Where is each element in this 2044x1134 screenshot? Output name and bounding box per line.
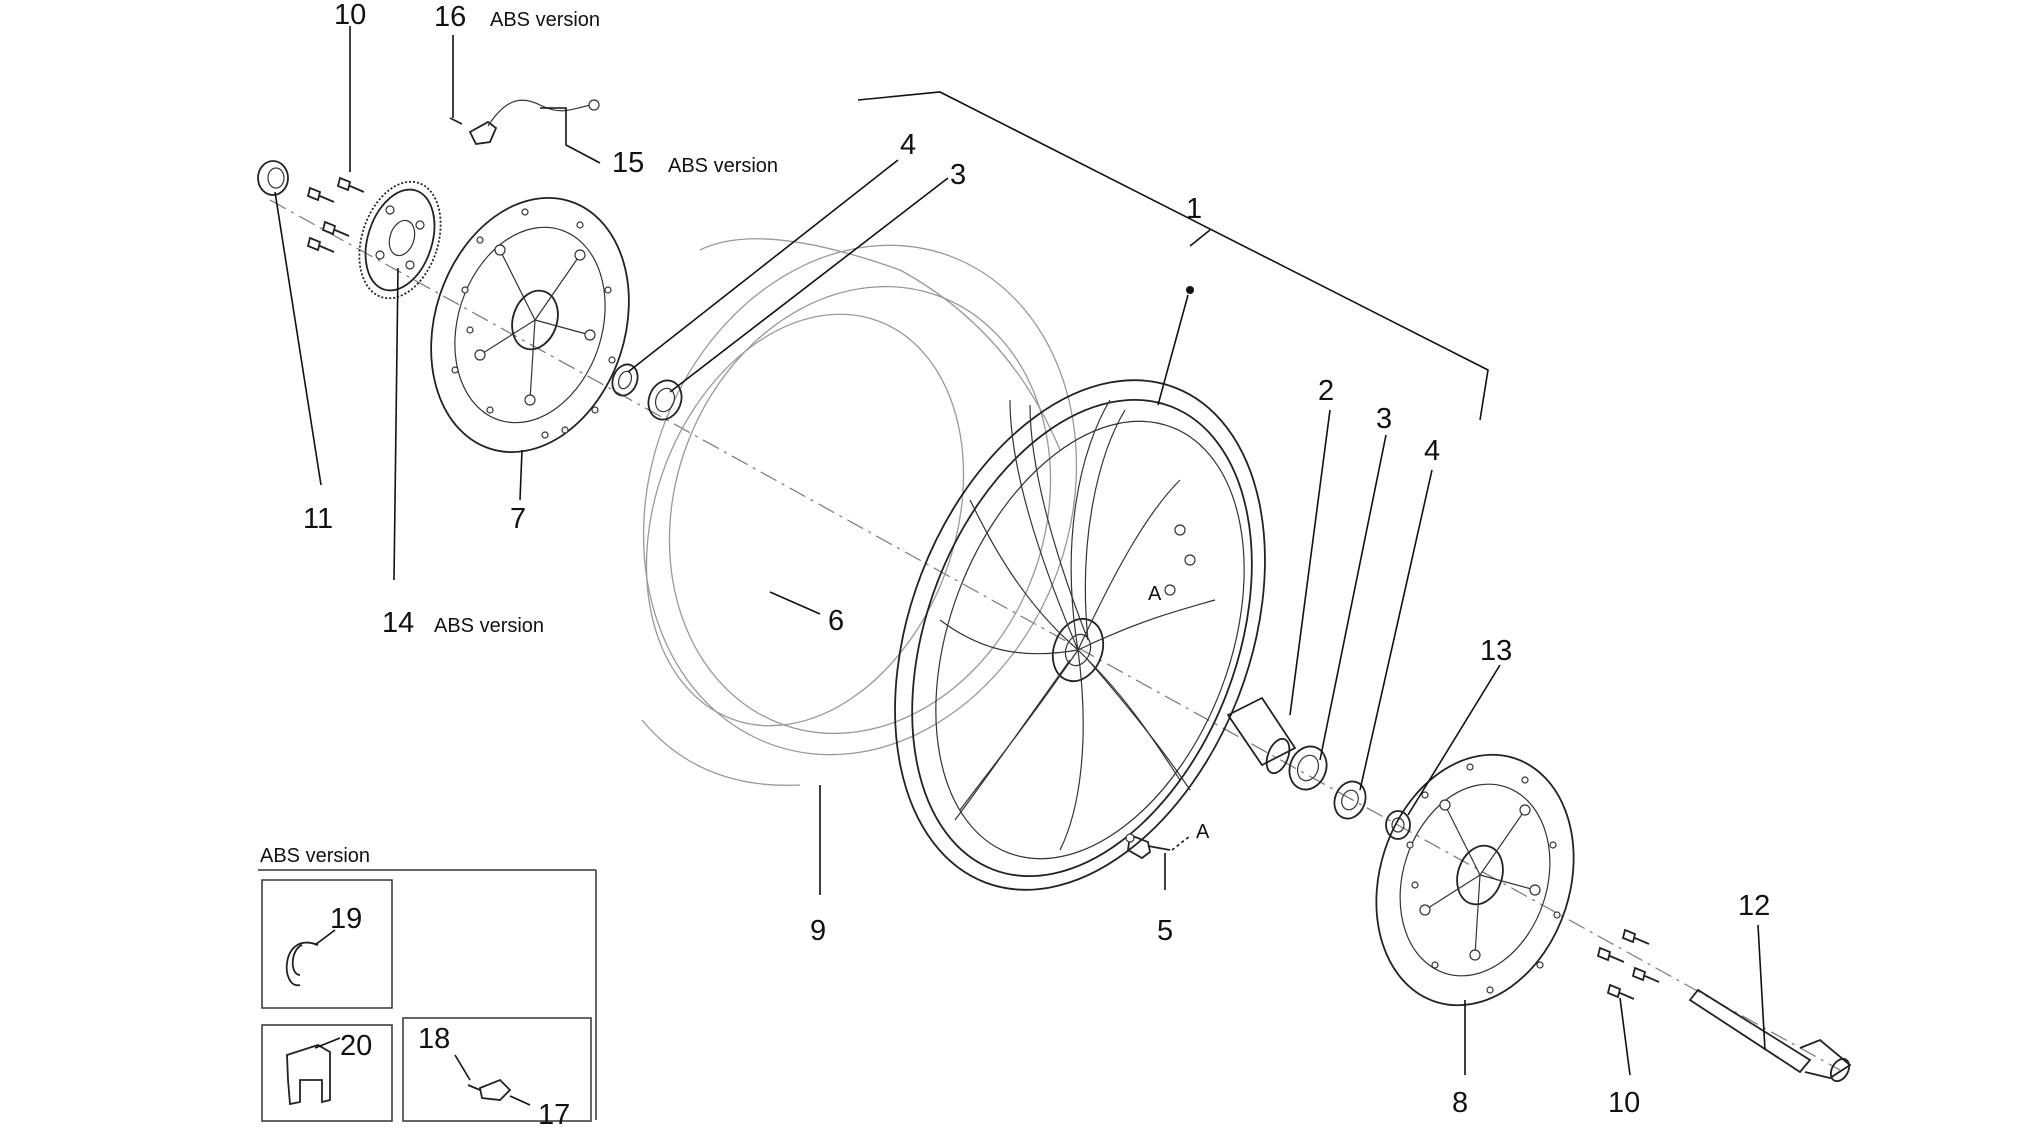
axle-nut — [257, 160, 289, 196]
right-seal-4 — [1333, 780, 1367, 820]
abs-inset-title: ABS version — [260, 845, 370, 867]
rim-marker-dot — [1186, 286, 1194, 294]
note-14: ABS version — [434, 615, 544, 637]
label-14: 14 — [382, 607, 414, 639]
label-1: 1 — [1186, 193, 1202, 225]
label-7: 7 — [510, 503, 526, 535]
valve-stem — [1125, 833, 1191, 860]
inset-box-19 — [261, 879, 393, 1009]
label-3-right: 3 — [1376, 403, 1392, 435]
bracket-icon — [286, 1044, 331, 1106]
leader-lines — [274, 26, 1766, 1076]
label-16: 16 — [434, 1, 466, 33]
label-5: 5 — [1157, 915, 1173, 947]
ref-mark-valve: A — [1196, 821, 1210, 843]
label-2: 2 — [1318, 375, 1334, 407]
label-10-bottom: 10 — [1608, 1087, 1640, 1119]
note-16: ABS version — [490, 9, 600, 31]
label-11: 11 — [303, 503, 333, 535]
label-4-right: 4 — [1424, 435, 1440, 467]
abs-sensor — [449, 99, 600, 145]
label-17: 17 — [538, 1099, 570, 1131]
inset-box-17-18 — [402, 1017, 592, 1122]
label-15: 15 — [612, 147, 644, 179]
label-3-left: 3 — [950, 159, 966, 191]
clip-icon — [285, 941, 319, 986]
tyre — [641, 238, 1078, 786]
label-8: 8 — [1452, 1087, 1468, 1119]
brake-disc-right — [1375, 753, 1575, 1007]
label-6: 6 — [828, 605, 844, 637]
wheel-axis-line — [269, 199, 1841, 1071]
inset-box-20 — [261, 1024, 393, 1122]
label-13: 13 — [1480, 635, 1512, 667]
right-bearing-3 — [1288, 745, 1328, 791]
label-4-left: 4 — [900, 129, 916, 161]
left-disc-bolts — [306, 176, 365, 253]
fastener-icon — [467, 1078, 512, 1101]
abs-inset — [258, 869, 597, 1122]
rim — [894, 379, 1266, 891]
left-spacer-4 — [611, 363, 639, 397]
right-disc-bolts — [1596, 928, 1660, 1000]
label-12: 12 — [1738, 890, 1770, 922]
label-19: 19 — [330, 903, 362, 935]
assembly-bracket — [857, 91, 1489, 421]
abs-tone-wheel — [358, 180, 442, 300]
left-bearing-3 — [647, 379, 683, 421]
labels: 10 16 ABS version 15 ABS version 4 3 1 1… — [260, 0, 1770, 1131]
hub-spacer — [1226, 696, 1297, 775]
brake-disc-left — [430, 197, 630, 453]
label-10-top: 10 — [334, 0, 366, 31]
wheel-axle — [1688, 988, 1852, 1083]
label-18: 18 — [418, 1023, 450, 1055]
label-20: 20 — [340, 1030, 372, 1062]
label-9: 9 — [810, 915, 826, 947]
right-spacer-13 — [1385, 810, 1411, 840]
ref-mark-hub: A — [1148, 583, 1162, 605]
note-15: ABS version — [668, 155, 778, 177]
